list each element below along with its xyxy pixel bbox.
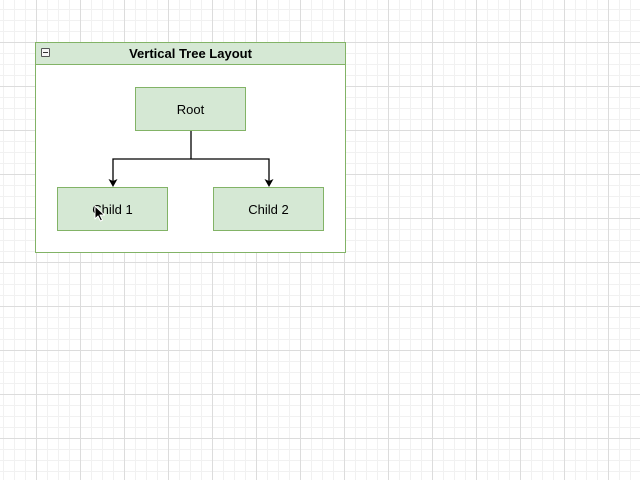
container-header[interactable]: Vertical Tree Layout [36,43,345,65]
container-title: Vertical Tree Layout [129,46,252,61]
collapse-icon[interactable] [41,48,50,57]
node-root-label: Root [176,101,205,117]
node-child-2-label: Child 2 [248,201,289,217]
node-root[interactable]: Root [135,87,246,131]
mouse-pointer-icon [94,205,105,222]
node-child-2[interactable]: Child 2 [213,187,324,231]
node-child-1[interactable]: Child 1 [57,187,168,231]
